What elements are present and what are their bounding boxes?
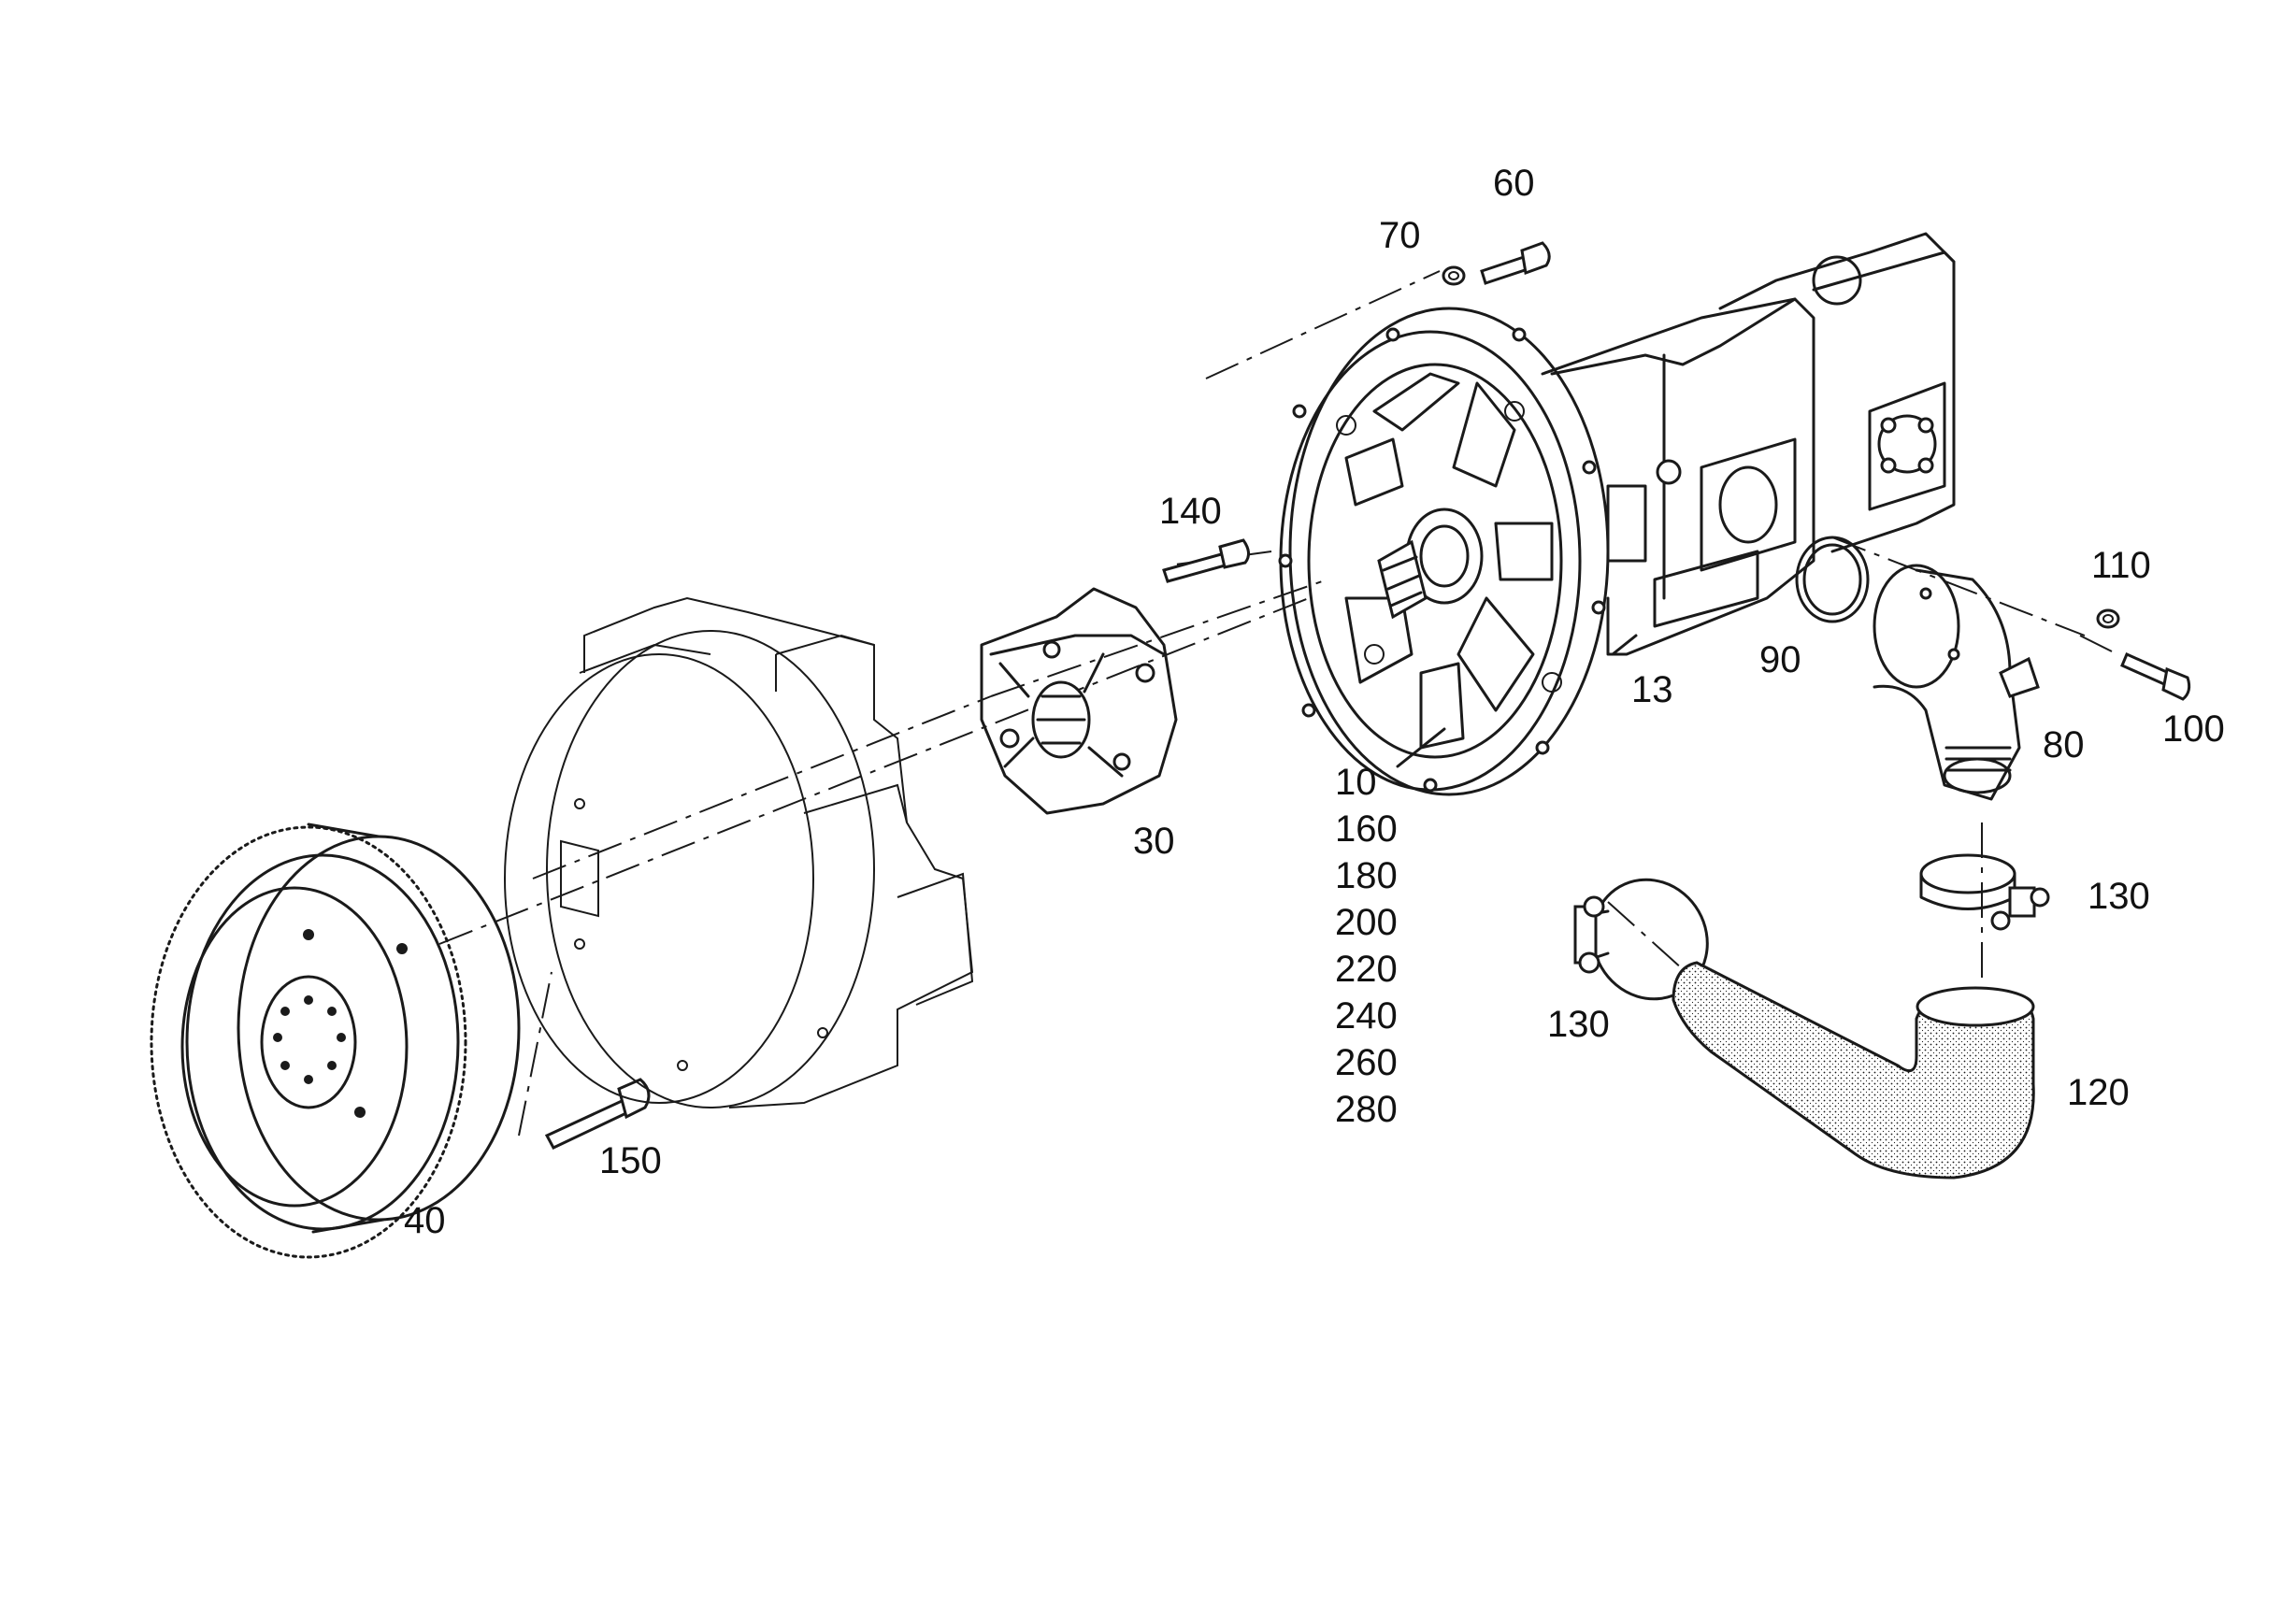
callout-240: 240 (1335, 995, 1398, 1037)
washer-part-110 (2096, 608, 2120, 629)
callout-140: 140 (1159, 491, 1222, 532)
bolt-part-60 (1480, 241, 1551, 285)
bolt-part-150 (544, 1078, 651, 1150)
washer-part-70 (1442, 265, 1466, 286)
callout-40: 40 (404, 1200, 446, 1241)
coupling-part-30 (980, 587, 1178, 815)
callout-160: 160 (1335, 808, 1398, 850)
callout-60: 60 (1493, 163, 1535, 204)
callout-90: 90 (1759, 639, 1801, 680)
callout-13: 13 (1631, 669, 1673, 710)
callout-260: 260 (1335, 1042, 1398, 1083)
assembly-axis-lines (438, 270, 2118, 1137)
callout-280: 280 (1335, 1089, 1398, 1130)
callout-80: 80 (2043, 724, 2085, 765)
flywheel-part-40 (150, 822, 521, 1259)
callout-70: 70 (1379, 215, 1421, 256)
callout-10: 10 (1335, 762, 1377, 803)
callout-110: 110 (2091, 545, 2151, 586)
pump-flange-part-10 (1278, 307, 1610, 796)
o-ring-part-90 (1795, 536, 1870, 623)
callout-130-left: 130 (1547, 1004, 1610, 1045)
callout-180: 180 (1335, 855, 1398, 896)
pump-body-part-13 (1541, 232, 1956, 656)
bolt-part-100 (2120, 652, 2191, 701)
callout-30: 30 (1133, 821, 1175, 862)
callout-150: 150 (599, 1140, 662, 1181)
callout-100: 100 (2162, 708, 2225, 750)
hose-part-120 (1672, 961, 2035, 1180)
callout-120: 120 (2067, 1072, 2130, 1113)
elbow-part-80 (1873, 564, 2040, 801)
bell-housing (504, 596, 974, 1108)
hose-clamp-part-130-left (1573, 878, 1709, 1001)
leader-line-13 (1611, 634, 1638, 656)
callout-130-right: 130 (2088, 876, 2150, 917)
hose-clamp-part-130-right (1919, 853, 2050, 931)
callout-220: 220 (1335, 949, 1398, 990)
pin-part-140 (1162, 538, 1250, 583)
callout-stack-10-280: 10 160 180 200 220 240 260 280 (1335, 759, 1398, 1133)
leader-line-10 (1396, 727, 1446, 768)
callout-200: 200 (1335, 902, 1398, 943)
